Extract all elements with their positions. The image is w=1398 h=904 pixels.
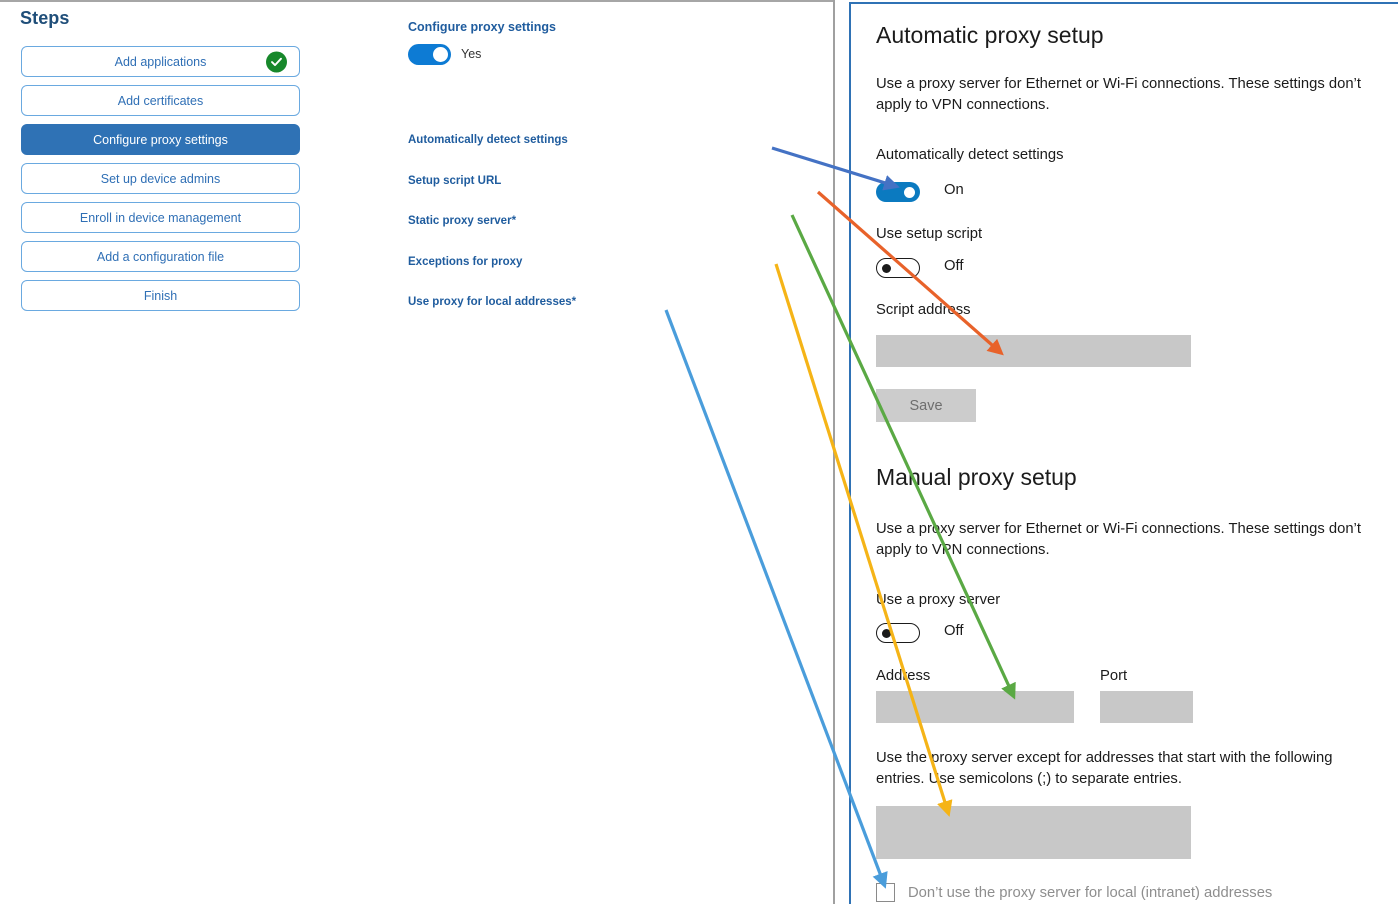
toggle-knob	[433, 47, 448, 62]
step-label: Enroll in device management	[79, 210, 242, 225]
step-label: Add a configuration file	[96, 249, 225, 264]
field-row-automatically-detect-settings: Automatically detect settings No	[333, 130, 1111, 155]
sidebar-item-add-certificates[interactable]: Add certificates	[21, 85, 300, 116]
field-label: Use proxy for local addresses*	[408, 296, 577, 308]
toggle-knob	[904, 187, 915, 198]
steps-list: Add applications Add certificates Config…	[21, 46, 300, 319]
manual-proxy-setup-description: Use a proxy server for Ethernet or Wi-Fi…	[876, 521, 1361, 558]
configure-proxy-settings-toggle[interactable]	[408, 44, 451, 65]
sidebar-item-set-up-device-admins[interactable]: Set up device admins	[21, 163, 300, 194]
column-divider	[833, 0, 835, 904]
steps-panel-title: Steps	[20, 8, 70, 28]
bypass-local-addresses-checkbox[interactable]	[876, 883, 895, 902]
field-label: Exceptions for proxy	[408, 256, 523, 268]
automatically-detect-settings-state: On	[944, 182, 964, 198]
check-circle-icon	[266, 51, 287, 72]
proxy-exceptions-description: Use the proxy server except for addresse…	[876, 750, 1333, 787]
use-a-proxy-server-state: Off	[944, 623, 964, 639]
automatically-detect-settings-label: Automatically detect settings	[876, 147, 1064, 163]
script-address-label: Script address	[876, 302, 971, 318]
step-label: Finish	[143, 288, 178, 303]
port-label: Port	[1100, 668, 1128, 684]
toggle-knob	[882, 629, 891, 638]
use-setup-script-state: Off	[944, 258, 964, 274]
use-a-proxy-server-toggle[interactable]	[876, 623, 920, 643]
field-label: Static proxy server*	[408, 215, 517, 227]
step-label: Configure proxy settings	[93, 132, 228, 147]
step-label: Add certificates	[117, 93, 204, 108]
field-label: Setup script URL	[408, 175, 502, 187]
save-button[interactable]: Save	[876, 389, 976, 422]
address-label: Address	[876, 668, 931, 684]
manual-proxy-setup-heading: Manual proxy setup	[876, 464, 1077, 490]
configure-proxy-settings-toggle-label: Yes	[461, 47, 482, 61]
sidebar-item-add-applications[interactable]: Add applications	[21, 46, 300, 77]
step-label: Set up device admins	[100, 171, 221, 186]
sidebar-item-configure-proxy-settings[interactable]: Configure proxy settings	[21, 124, 300, 155]
use-setup-script-label: Use setup script	[876, 226, 983, 242]
step-label: Add applications	[114, 54, 207, 69]
field-row-static-proxy-server: Static proxy server* 192.168.1.1:8080	[333, 211, 1151, 236]
top-divider	[0, 0, 833, 2]
bypass-local-addresses-label: Don’t use the proxy server for local (in…	[908, 885, 1273, 901]
port-input[interactable]	[1100, 691, 1193, 723]
field-label: Automatically detect settings	[408, 134, 568, 146]
field-row-exceptions-for-proxy: Exceptions for proxy *.office365.com	[333, 252, 1151, 277]
script-address-input[interactable]	[876, 335, 1191, 367]
toggle-knob	[882, 264, 891, 273]
automatic-proxy-setup-heading: Automatic proxy setup	[876, 22, 1104, 48]
use-a-proxy-server-label: Use a proxy server	[876, 592, 1001, 608]
sidebar-item-add-a-configuration-file[interactable]: Add a configuration file	[21, 241, 300, 272]
address-input[interactable]	[876, 691, 1074, 723]
required-marker: *	[571, 296, 577, 308]
automatically-detect-settings-toggle[interactable]	[876, 182, 920, 202]
automatic-proxy-setup-description: Use a proxy server for Ethernet or Wi-Fi…	[876, 76, 1361, 113]
proxy-exceptions-input[interactable]	[876, 806, 1191, 859]
required-marker: *	[511, 215, 517, 227]
windows-proxy-settings-panel: Automatic proxy setup Use a proxy server…	[851, 4, 1398, 904]
field-row-setup-script-url: Setup script URL http://proxysrv.domain.…	[333, 171, 1151, 196]
field-row-use-proxy-for-local-addresses: Use proxy for local addresses* No	[333, 292, 1111, 317]
sidebar-item-finish[interactable]: Finish	[21, 280, 300, 311]
steps-panel: Steps Add applications Add certificates …	[0, 2, 333, 904]
configure-proxy-form: Configure proxy settings Yes Automatical…	[333, 2, 1151, 904]
use-setup-script-toggle[interactable]	[876, 258, 920, 278]
sidebar-item-enroll-in-device-management[interactable]: Enroll in device management	[21, 202, 300, 233]
form-title: Configure proxy settings	[408, 20, 556, 34]
